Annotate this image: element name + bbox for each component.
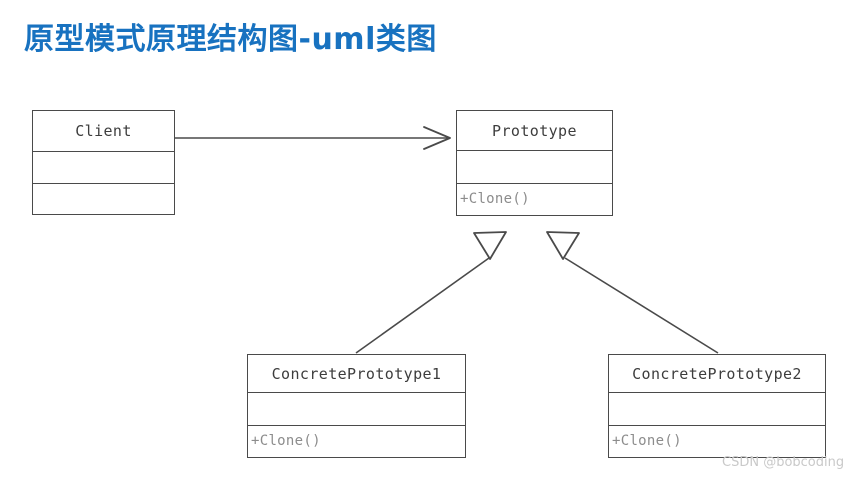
- connector-client-to-prototype: [175, 126, 451, 150]
- class-attributes-compartment: [33, 151, 174, 183]
- class-operation-label: +Clone(): [612, 433, 682, 450]
- uml-class-prototype[interactable]: Prototype +Clone(): [456, 110, 613, 216]
- connector-concrete1-to-prototype: [355, 231, 507, 354]
- class-name-compartment: ConcretePrototype1: [248, 355, 465, 392]
- uml-class-concrete-prototype-1[interactable]: ConcretePrototype1 +Clone(): [247, 354, 466, 458]
- connector-concrete2-to-prototype: [546, 231, 719, 354]
- class-operations-compartment: +Clone(): [457, 182, 612, 215]
- class-name-label: Client: [75, 122, 132, 140]
- class-operation-label: +Clone(): [251, 433, 321, 450]
- class-name-compartment: Prototype: [457, 111, 612, 150]
- class-operations-compartment: +Clone(): [609, 424, 825, 457]
- class-name-compartment: ConcretePrototype2: [609, 355, 825, 392]
- hollow-triangle-arrowhead-icon: [546, 231, 580, 260]
- page-title: 原型模式原理结构图-uml类图: [24, 22, 437, 57]
- hollow-triangle-arrowhead-icon: [473, 231, 507, 260]
- class-name-label: ConcretePrototype1: [271, 364, 442, 383]
- class-name-label: Prototype: [492, 121, 577, 140]
- class-attributes-compartment: [248, 392, 465, 424]
- class-operations-compartment: +Clone(): [248, 424, 465, 457]
- class-operations-compartment: [33, 183, 174, 214]
- uml-class-client[interactable]: Client: [32, 110, 175, 215]
- uml-class-concrete-prototype-2[interactable]: ConcretePrototype2 +Clone(): [608, 354, 826, 458]
- class-operation-label: +Clone(): [460, 191, 530, 208]
- class-name-label: ConcretePrototype2: [632, 364, 802, 383]
- class-attributes-compartment: [457, 150, 612, 182]
- open-arrowhead-icon: [423, 126, 451, 150]
- watermark: CSDN @bobcoding: [722, 455, 845, 470]
- class-name-compartment: Client: [33, 111, 174, 151]
- class-attributes-compartment: [609, 392, 825, 424]
